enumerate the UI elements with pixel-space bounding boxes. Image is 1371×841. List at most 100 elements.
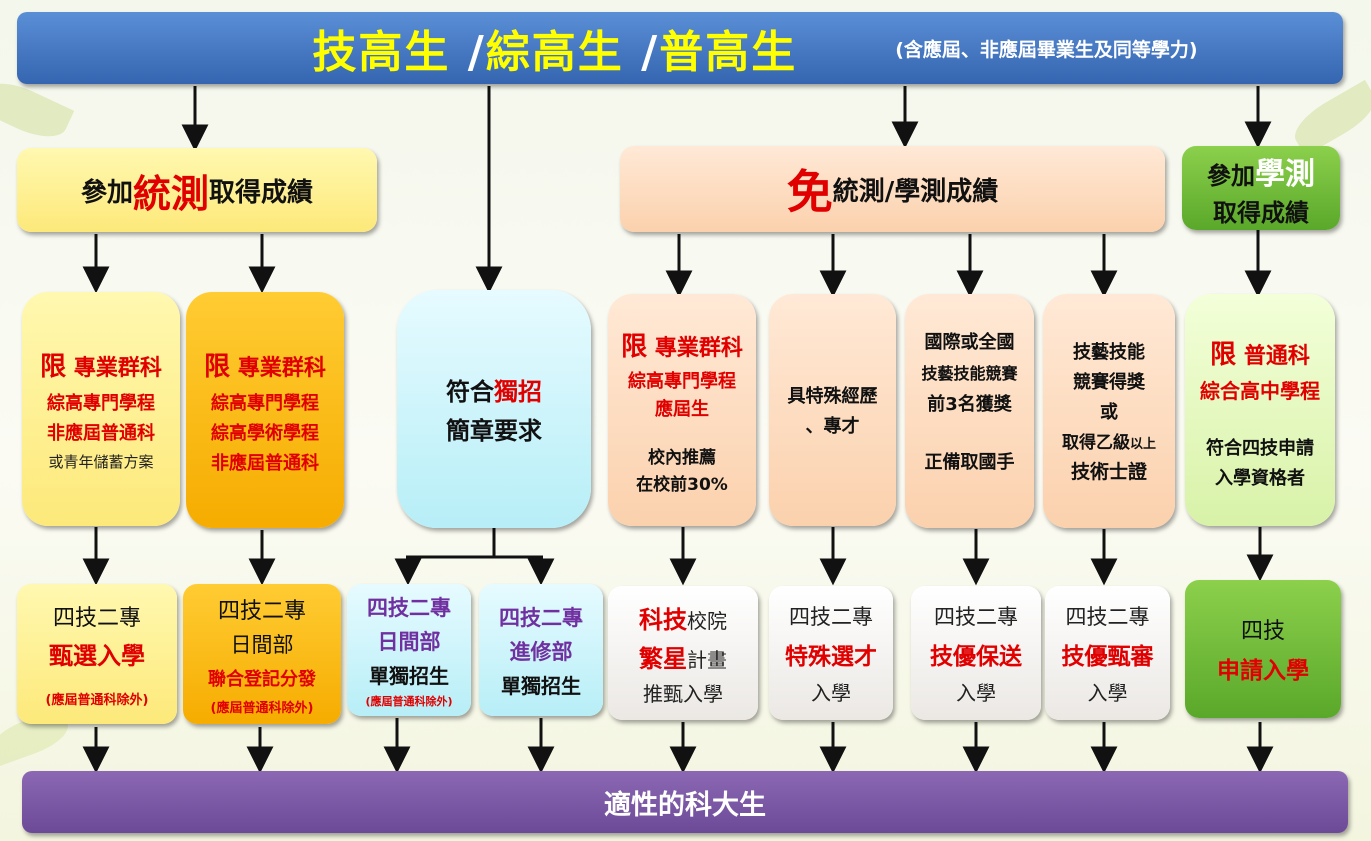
leaf-decoration-top-right: [1287, 79, 1371, 157]
criteria-1-line3: 非應屆普通科: [47, 423, 155, 444]
channel-4-line1: 四技二專: [499, 605, 583, 630]
channel-8-line2: 技優甄審: [1061, 643, 1154, 670]
criteria-3-line1: 符合獨招: [446, 372, 542, 407]
criteria-4-lead: 限 專業群科: [621, 326, 743, 363]
channel-box-3: 四技二專 日間部 單獨招生 (應屆普通科除外): [347, 584, 471, 716]
channel-2-note: (應屆普通科除外): [210, 700, 314, 716]
channel-4-line3: 單獨招生: [501, 673, 581, 698]
criteria-2-line4: 非應屆普通科: [211, 452, 319, 474]
header-title-part-3: 綜高生: [485, 27, 624, 78]
criteria-1-lead-rest: 專業群科: [66, 356, 162, 381]
criteria-4-line4: 校內推薦: [648, 447, 716, 468]
channel-1-line1: 四技二專: [52, 606, 141, 631]
criteria-2-line3: 綜高學術學程: [211, 422, 319, 444]
channel-5-line3: 推甄入學: [643, 681, 723, 706]
footer-bar: 適性的科大生: [22, 771, 1348, 833]
channel-6-line3: 入學: [811, 680, 851, 705]
channel-7-line2: 技優保送: [930, 643, 1022, 670]
channel-3-note: (應屆普通科除外): [365, 694, 453, 708]
criteria-8-lead: 限 普通科: [1210, 334, 1310, 371]
channel-5-line1-highlight: 科技: [639, 605, 687, 634]
channel-8-line3: 入學: [1087, 680, 1128, 705]
criteria-3-line2: 簡章要求: [446, 417, 542, 445]
criteria-box-8: 限 普通科 綜合高中學程 符合四技申請 入學資格者: [1185, 294, 1335, 526]
channel-box-8: 四技二專 技優甄審 入學: [1045, 586, 1170, 720]
criteria-7-line4-main: 取得乙級: [1061, 433, 1130, 453]
header-title-part-2: /: [450, 27, 486, 78]
criteria-7-line1: 技藝技能: [1073, 342, 1145, 363]
category-gsat: 參加學測 取得成績: [1182, 146, 1340, 230]
header-title-part-1: 技高生: [312, 27, 451, 78]
header-subtitle: (含應屆、非應屆畢業生及同等學力): [895, 38, 1198, 61]
criteria-8-line2: 綜合高中學程: [1200, 379, 1320, 403]
category-gsat-prefix: 參加: [1207, 161, 1255, 190]
criteria-6-line2: 技藝技能競賽: [921, 364, 1018, 383]
channel-5-line2: 繁星計畫: [639, 639, 727, 674]
channel-9-line1: 四技: [1240, 619, 1285, 644]
criteria-2-lead-rest: 專業群科: [230, 355, 326, 381]
criteria-4-line5: 在校前30%: [636, 474, 728, 495]
criteria-5-line2: 、專才: [805, 416, 860, 437]
criteria-4-lead-mark: 限: [621, 331, 648, 362]
category-exempt-suffix: 統測/學測成績: [832, 176, 999, 207]
category-gsat-highlight: 學測: [1255, 156, 1315, 192]
channel-4-line2: 進修部: [509, 639, 573, 664]
channel-6-line1: 四技二專: [789, 604, 873, 629]
criteria-7-line2: 競賽得獎: [1073, 372, 1145, 393]
criteria-7-line4: 取得乙級以上: [1062, 428, 1156, 453]
channel-box-9: 四技 申請入學: [1185, 580, 1341, 718]
header-title: 技高生 /綜高生 /普高生: [312, 16, 797, 80]
criteria-5-line1: 具特殊經歷: [787, 386, 878, 407]
criteria-8-line4: 入學資格者: [1215, 468, 1305, 489]
channel-box-4: 四技二專 進修部 單獨招生: [479, 584, 603, 716]
criteria-box-6: 國際或全國 技藝技能競賽 前3名獲獎 正備取國手: [905, 294, 1034, 528]
criteria-8-lead-rest: 普通科: [1236, 344, 1310, 369]
channel-5-line2-rest: 計畫: [687, 647, 727, 672]
criteria-box-7: 技藝技能 競賽得獎 或 取得乙級以上 技術士證: [1043, 294, 1175, 528]
channel-box-1: 四技二專 甄選入學 (應屆普通科除外): [17, 584, 177, 724]
category-exempt: 免統測/學測成績: [620, 146, 1165, 232]
channel-3-line2: 日間部: [377, 629, 441, 654]
criteria-1-lead-mark: 限: [40, 352, 67, 382]
channel-box-7: 四技二專 技優保送 入學: [911, 586, 1041, 720]
channel-2-line1: 四技二專: [217, 598, 306, 624]
criteria-2-lead-mark: 限: [204, 351, 231, 382]
category-exam-highlight: 統測: [132, 171, 209, 216]
criteria-1-line4: 或青年儲蓄方案: [48, 453, 154, 471]
header-title-part-4: /: [623, 27, 660, 78]
channel-6-line2: 特殊選才: [785, 643, 877, 670]
criteria-box-2: 限 專業群科 綜高專門學程 綜高學術學程 非應屆普通科: [186, 292, 344, 528]
criteria-1-line2: 綜高專門學程: [47, 393, 155, 414]
header-title-part-5: 普高生: [659, 27, 798, 78]
criteria-box-3: 符合獨招 簡章要求: [397, 290, 591, 528]
category-gsat-line2: 取得成績: [1213, 198, 1309, 227]
channel-7-line1: 四技二專: [934, 604, 1018, 629]
header-bar: 技高生 /綜高生 /普高生 (含應屆、非應屆畢業生及同等學力): [17, 12, 1343, 84]
channel-9-line2: 申請入學: [1217, 658, 1309, 684]
channel-3-line1: 四技二專: [367, 595, 451, 620]
criteria-box-1: 限 專業群科 綜高專門學程 非應屆普通科 或青年儲蓄方案: [22, 292, 180, 526]
criteria-7-line4-small: 以上: [1129, 437, 1156, 452]
criteria-2-lead: 限 專業群科: [204, 346, 326, 383]
category-gsat-line1: 參加學測: [1207, 149, 1315, 193]
channel-5-line1-rest: 校院: [687, 608, 727, 633]
channel-8-line1: 四技二專: [1065, 604, 1150, 629]
channel-5-line1: 科技校院: [639, 600, 727, 635]
criteria-3-prefix: 符合: [446, 378, 494, 406]
channel-1-line2: 甄選入學: [49, 642, 145, 670]
footer-label: 適性的科大生: [604, 789, 766, 821]
channel-2-line2: 日間部: [230, 632, 294, 657]
channel-1-note: (應屆普通科除外): [45, 693, 149, 708]
criteria-6-line1: 國際或全國: [924, 332, 1015, 353]
channel-3-line3: 單獨招生: [369, 663, 449, 688]
channel-2-line3: 聯合登記分發: [208, 668, 316, 690]
category-exam: 參加統測取得成績: [17, 148, 377, 232]
criteria-8-line3: 符合四技申請: [1206, 438, 1314, 459]
channel-7-line3: 入學: [956, 680, 996, 705]
criteria-3-highlight: 獨招: [494, 378, 542, 406]
criteria-8-lead-mark: 限: [1210, 340, 1237, 370]
criteria-4-line2: 綜高專門學程: [628, 370, 736, 392]
channel-box-5: 科技校院 繁星計畫 推甄入學: [608, 586, 758, 720]
criteria-4-lead-rest: 專業群科: [647, 335, 743, 361]
criteria-6-line3: 前3名獲獎: [927, 394, 1012, 415]
